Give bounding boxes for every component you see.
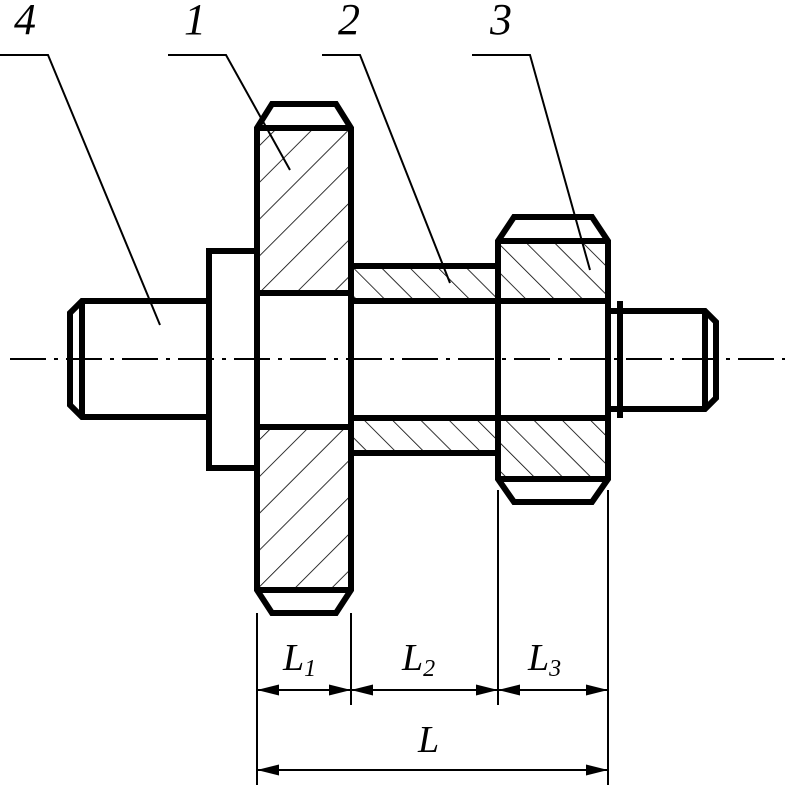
nut-part-3 bbox=[495, 214, 611, 505]
part-label-1: 1 bbox=[184, 0, 206, 44]
leader-4 bbox=[0, 54, 161, 326]
part-label-3: 3 bbox=[489, 0, 512, 44]
leader-3 bbox=[472, 54, 591, 271]
dim-label-L2-main: L bbox=[401, 637, 423, 679]
sleeve-hatch-top bbox=[351, 266, 498, 301]
dim-label-L3-sub: 3 bbox=[548, 656, 561, 682]
part-label-2: 2 bbox=[338, 0, 360, 44]
gear-hatch-bottom bbox=[257, 427, 351, 590]
leader-lines bbox=[0, 54, 591, 326]
sleeve-hatch-bottom bbox=[351, 418, 498, 453]
dim-label-L1: L1 bbox=[282, 637, 316, 682]
extension-lines bbox=[256, 490, 609, 785]
dim-label-L1-main: L bbox=[282, 637, 304, 679]
dim-label-L1-sub: 1 bbox=[304, 656, 316, 682]
dim-label-L3-main: L bbox=[527, 637, 549, 679]
part-label-4: 4 bbox=[14, 0, 36, 44]
dim-label-L2-sub: 2 bbox=[423, 656, 435, 682]
gear-part-1 bbox=[254, 101, 354, 616]
sleeve-part-2 bbox=[351, 263, 498, 456]
gear-hatch-top bbox=[257, 128, 351, 293]
leader-2 bbox=[322, 54, 451, 284]
dim-label-L: L bbox=[417, 719, 439, 761]
leader-1 bbox=[168, 54, 291, 171]
dim-label-L2: L2 bbox=[401, 637, 435, 682]
dim-label-L3: L3 bbox=[527, 637, 561, 682]
dimension-lines bbox=[257, 684, 608, 776]
nut-hatch-top bbox=[498, 241, 608, 301]
nut-hatch-bottom bbox=[498, 418, 608, 479]
